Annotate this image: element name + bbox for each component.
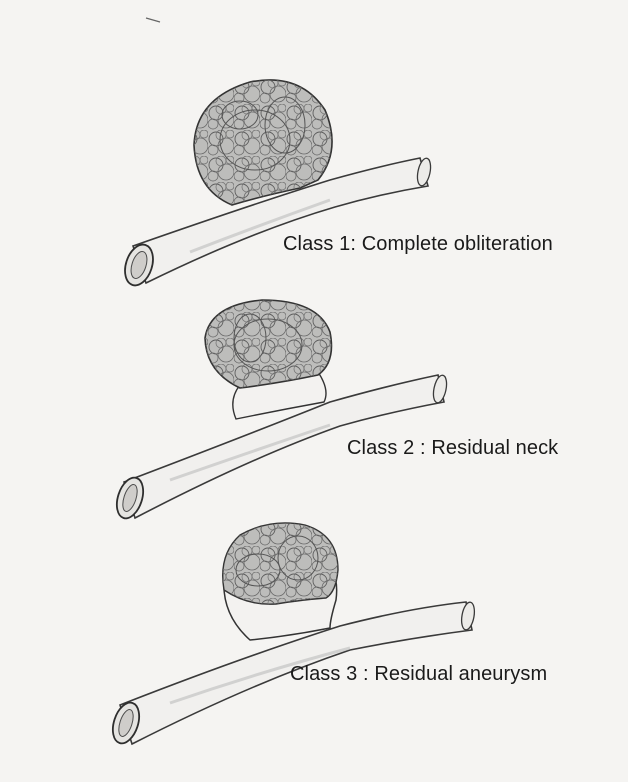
pencil-mark [146, 18, 160, 22]
class-1-label: Class 1: Complete obliteration [283, 233, 553, 256]
panel-2-illustration [112, 300, 449, 522]
panel-3-illustration [108, 523, 476, 747]
panel-1-illustration [120, 80, 433, 289]
class-2-label: Class 2 : Residual neck [347, 437, 558, 460]
class-3-label: Class 3 : Residual aneurysm [290, 663, 547, 686]
aneurysm-sac-3 [223, 523, 338, 640]
aneurysm-sac-2 [205, 300, 332, 419]
